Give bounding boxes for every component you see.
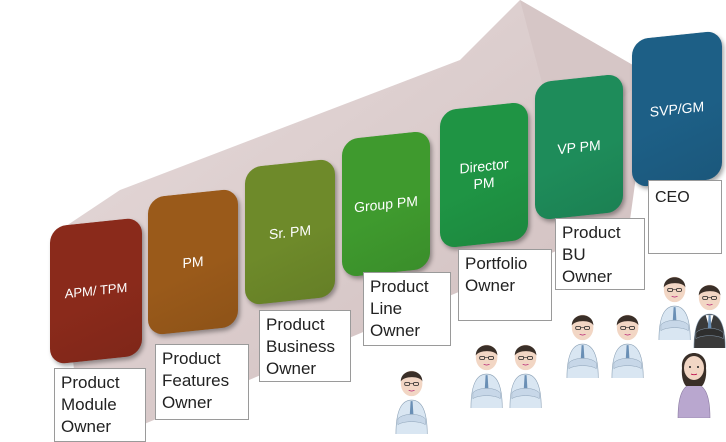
level-box: Group PM [342, 130, 430, 278]
role-label: Product Module Owner [54, 368, 146, 442]
employee-icon [658, 276, 691, 341]
employee-icon [470, 344, 503, 409]
role-label: Product BU Owner [555, 218, 645, 290]
employee-icon [395, 370, 428, 435]
role-label: Product Line Owner [363, 272, 451, 346]
role-label: Portfolio Owner [458, 249, 552, 321]
role-label: CEO [648, 180, 722, 254]
executive-icon [693, 284, 726, 349]
employee-icon [509, 344, 542, 409]
employee-icon [566, 314, 599, 379]
level-box: VP PM [535, 73, 623, 221]
level-box: Sr. PM [245, 158, 335, 306]
role-label: Product Business Owner [259, 310, 351, 382]
level-box: Director PM [440, 101, 528, 249]
female-executive-icon [677, 353, 711, 418]
level-box: APM/ TPM [50, 217, 142, 365]
role-label: Product Features Owner [155, 344, 249, 420]
employee-icon [611, 314, 644, 379]
level-box: PM [148, 188, 238, 336]
level-box: SVP/GM [632, 30, 722, 188]
